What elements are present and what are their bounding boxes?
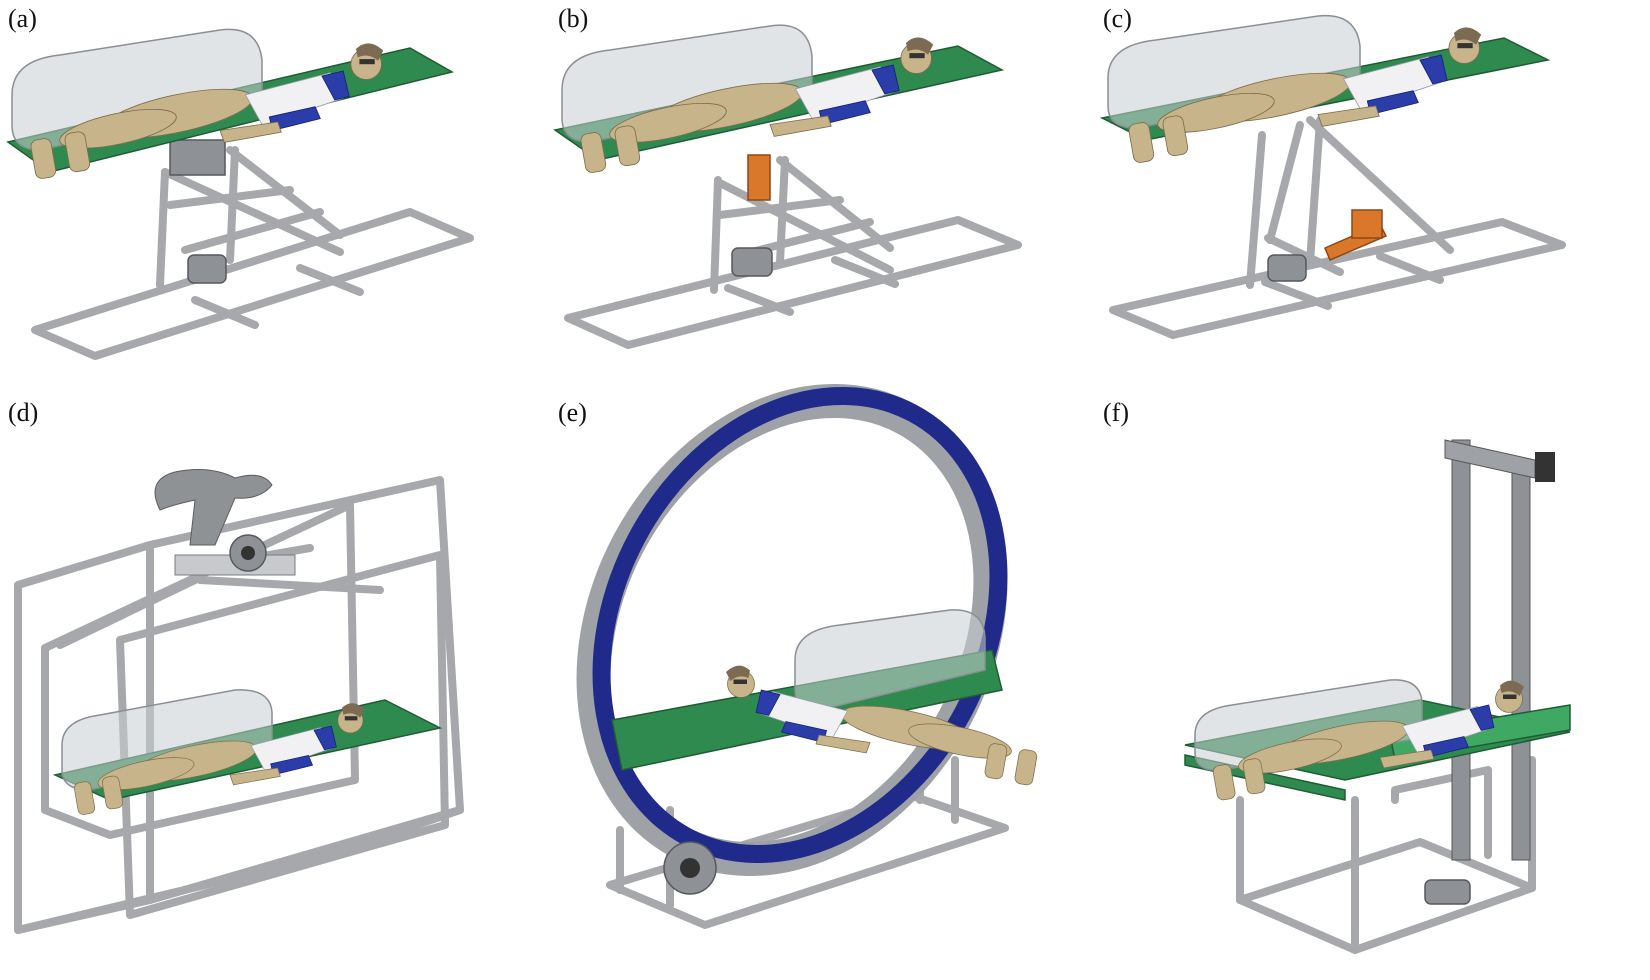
panel-b-label: (b) [558,4,589,33]
motor-icon [731,247,773,277]
motor-icon [187,254,227,284]
actuator-icon [747,154,771,201]
motor-icon [1267,254,1307,282]
panel-e-label: (e) [558,398,587,427]
panel-d-label: (d) [8,398,39,427]
motor-icon [1535,452,1555,482]
panel-e-drawing [576,383,1039,929]
vertical-column [1451,439,1471,861]
panel-c-label: (c) [1103,4,1132,33]
panel-f-drawing [1184,439,1571,954]
transparent-cylinder [61,689,273,791]
panel-b-drawing [553,24,1022,349]
transparent-cylinder [1107,14,1361,129]
panel-a-drawing [6,28,474,360]
gearbox-icon [169,139,226,176]
motor-icon [1424,879,1471,905]
handle-icon [154,469,273,546]
panel-a-label: (a) [8,4,37,33]
transparent-cylinder [1194,679,1423,771]
panel-d-drawing [14,469,464,934]
transparent-cylinder [11,28,263,151]
panel-f-label: (f) [1103,398,1129,427]
panel-c-drawing [1099,14,1566,339]
transparent-cylinder [561,24,813,143]
